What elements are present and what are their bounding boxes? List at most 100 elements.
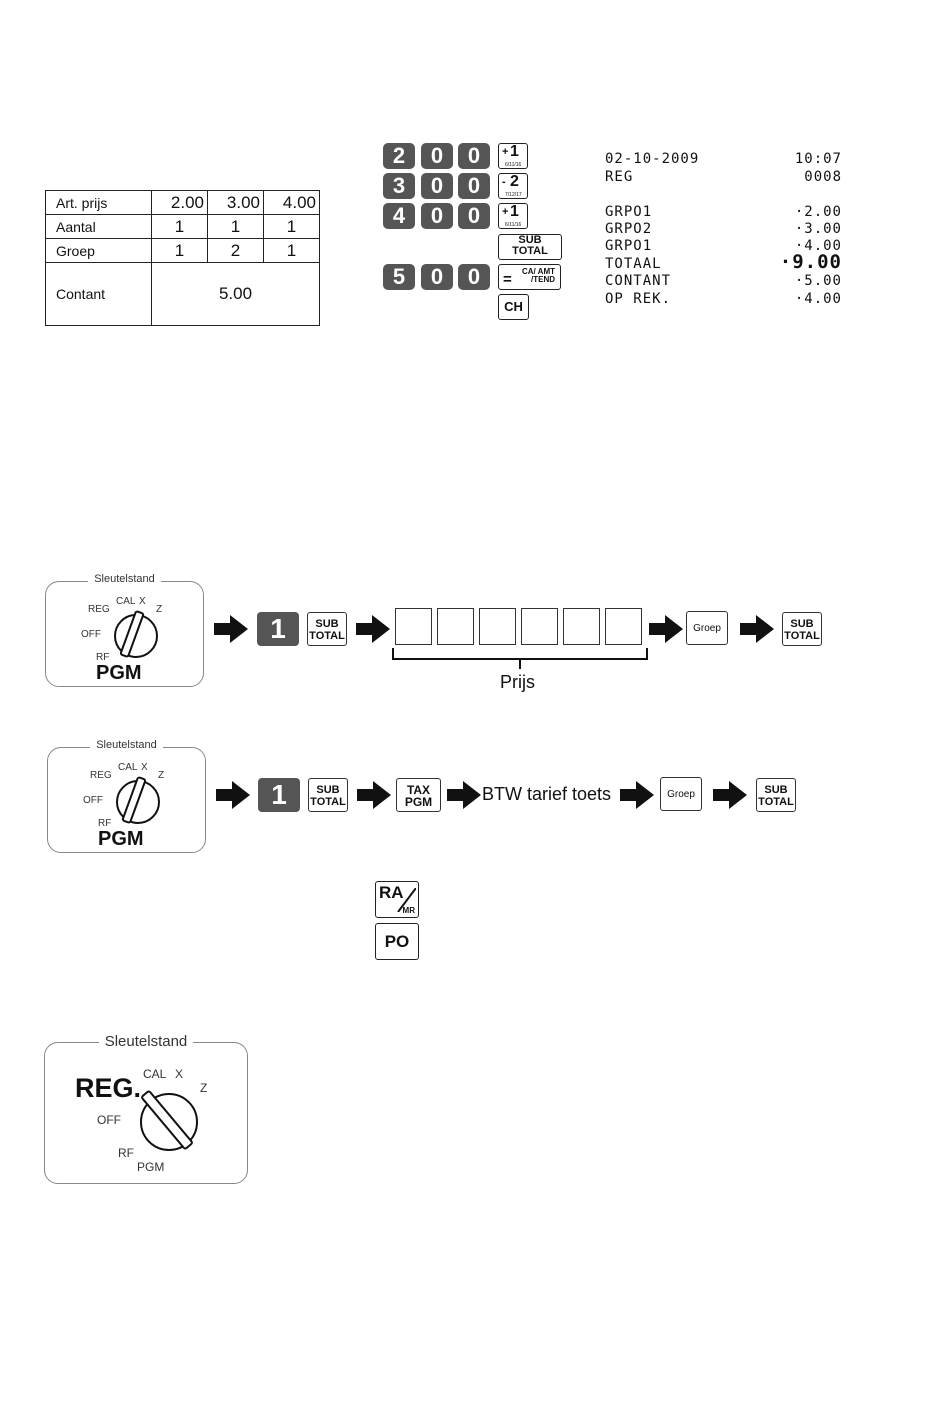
digit: 1 — [510, 143, 519, 160]
panel-caption: Sleutelstand — [45, 1033, 247, 1050]
subtotal-key[interactable]: SUB TOTAL — [307, 612, 347, 646]
digit-key[interactable]: 0 — [421, 203, 453, 229]
receipt-line-label: GRPO2 — [605, 221, 653, 237]
cash-amount-tender-key[interactable]: = CA/ AMT /TEND — [498, 264, 561, 290]
subtotal-key[interactable]: SUB TOTAL — [756, 778, 796, 812]
tax-pgm-key[interactable]: TAX PGM — [396, 778, 441, 812]
x-label: X — [141, 762, 148, 773]
subtotal-line2: TOTAL — [310, 796, 346, 808]
price-digit-box[interactable] — [395, 608, 432, 645]
small: 7/12/17 — [505, 192, 522, 198]
cell: 1 — [263, 238, 320, 263]
ca-line2: /TEND — [531, 275, 555, 284]
caption-text: Sleutelstand — [88, 573, 161, 585]
table-row: Contant 5.00 — [45, 262, 320, 326]
cell: 5.00 — [151, 262, 320, 326]
ca-line1: CA/ AMT — [521, 267, 555, 276]
tax-line2: PGM — [404, 795, 433, 809]
x-label: X — [175, 1067, 184, 1081]
off-label: OFF — [97, 1113, 121, 1127]
panel-caption: Sleutelstand — [46, 573, 203, 585]
key-1[interactable]: 1 — [257, 612, 299, 646]
subtotal-line1: SUB — [316, 784, 340, 796]
price-bracket — [392, 648, 648, 669]
cell: 1 — [151, 238, 208, 263]
ra-key[interactable]: RA MR — [375, 881, 419, 918]
ch-key[interactable]: CH — [498, 294, 529, 320]
digit-key[interactable]: 2 — [383, 143, 415, 169]
right-arrow-icon — [649, 615, 683, 643]
pgm-label: PGM — [137, 1160, 165, 1174]
receipt-time: 10:07 — [794, 151, 842, 167]
table-row: Aantal 1 1 1 — [45, 214, 320, 239]
group-key[interactable]: + 1 6/11/16 — [498, 143, 528, 169]
price-digit-box[interactable] — [479, 608, 516, 645]
subtotal-key[interactable]: SUB TOTAL — [498, 234, 562, 260]
groep-key[interactable]: Groep — [660, 777, 702, 811]
subtotal-line2: TOTAL — [512, 245, 548, 257]
caption-text: Sleutelstand — [90, 739, 163, 751]
subtotal-line1: SUB — [315, 618, 339, 630]
sign: + — [502, 206, 509, 218]
rf-label: RF — [96, 652, 110, 663]
btw-tarief-label: BTW tarief toets — [482, 784, 612, 804]
reg-label: REG — [90, 770, 112, 781]
right-arrow-icon — [216, 781, 250, 809]
price-digit-box[interactable] — [437, 608, 474, 645]
z-label: Z — [156, 604, 163, 615]
rf-label: RF — [98, 818, 112, 829]
slash-icon — [397, 888, 416, 912]
price-digit-box[interactable] — [605, 608, 642, 645]
right-arrow-icon — [447, 781, 481, 809]
receipt-number: 0008 — [804, 169, 842, 185]
digit-key[interactable]: 4 — [383, 203, 415, 229]
subtotal-line2: TOTAL — [784, 630, 820, 642]
digit: 1 — [510, 203, 519, 220]
sign: + — [502, 146, 509, 158]
small: 6/11/16 — [505, 162, 522, 168]
digit-key[interactable]: 0 — [458, 264, 490, 290]
z-label: Z — [200, 1081, 208, 1095]
row-label: Groep — [45, 238, 152, 263]
subtotal-key[interactable]: SUB TOTAL — [782, 612, 822, 646]
mode-key-panel-pgm: Sleutelstand REG CAL X Z OFF RF PGM — [47, 739, 206, 853]
digit-key[interactable]: 0 — [458, 203, 490, 229]
cal-label: CAL — [116, 596, 136, 607]
cell: 3.00 — [207, 190, 264, 215]
receipt-mode: REG — [605, 169, 634, 185]
subtotal-line2: TOTAL — [309, 630, 345, 642]
pgm-big-label: PGM — [98, 828, 144, 850]
subtotal-key[interactable]: SUB TOTAL — [308, 778, 348, 812]
digit-key[interactable]: 3 — [383, 173, 415, 199]
price-table: Art. prijs 2.00 3.00 4.00 Aantal 1 1 1 G… — [45, 190, 320, 326]
price-digit-box[interactable] — [563, 608, 600, 645]
row-label: Art. prijs — [45, 190, 152, 215]
receipt-line-value: ·3.00 — [794, 221, 842, 237]
mode-dial[interactable] — [140, 1093, 198, 1151]
group-key[interactable]: - 2 7/12/17 — [498, 173, 528, 199]
group-key[interactable]: + 1 6/11/16 — [498, 203, 528, 229]
digit-key[interactable]: 0 — [421, 143, 453, 169]
key-1[interactable]: 1 — [258, 778, 300, 812]
tax-line1: TAX — [406, 783, 431, 797]
subtotal-line1: SUB — [790, 618, 814, 630]
digit-key[interactable]: 0 — [458, 173, 490, 199]
ra-label: RA — [379, 883, 404, 902]
receipt-line-label: CONTANT — [605, 273, 672, 289]
po-key[interactable]: PO — [375, 923, 419, 960]
price-digit-box[interactable] — [521, 608, 558, 645]
cell: 1 — [207, 214, 264, 239]
table-row: Groep 1 2 1 — [45, 238, 320, 263]
digit-key[interactable]: 0 — [458, 143, 490, 169]
mr-label: MR — [402, 906, 415, 915]
row-label: Contant — [45, 262, 152, 326]
groep-key[interactable]: Groep — [686, 611, 728, 645]
cal-label: CAL — [118, 762, 138, 773]
digit-key[interactable]: 0 — [421, 173, 453, 199]
digit-key[interactable]: 0 — [421, 264, 453, 290]
x-label: X — [139, 596, 146, 607]
off-label: OFF — [81, 629, 101, 640]
receipt-date: 02-10-2009 — [605, 151, 700, 167]
mode-key-panel-pgm: Sleutelstand REG CAL X Z OFF RF PGM — [45, 573, 204, 687]
digit-key[interactable]: 5 — [383, 264, 415, 290]
